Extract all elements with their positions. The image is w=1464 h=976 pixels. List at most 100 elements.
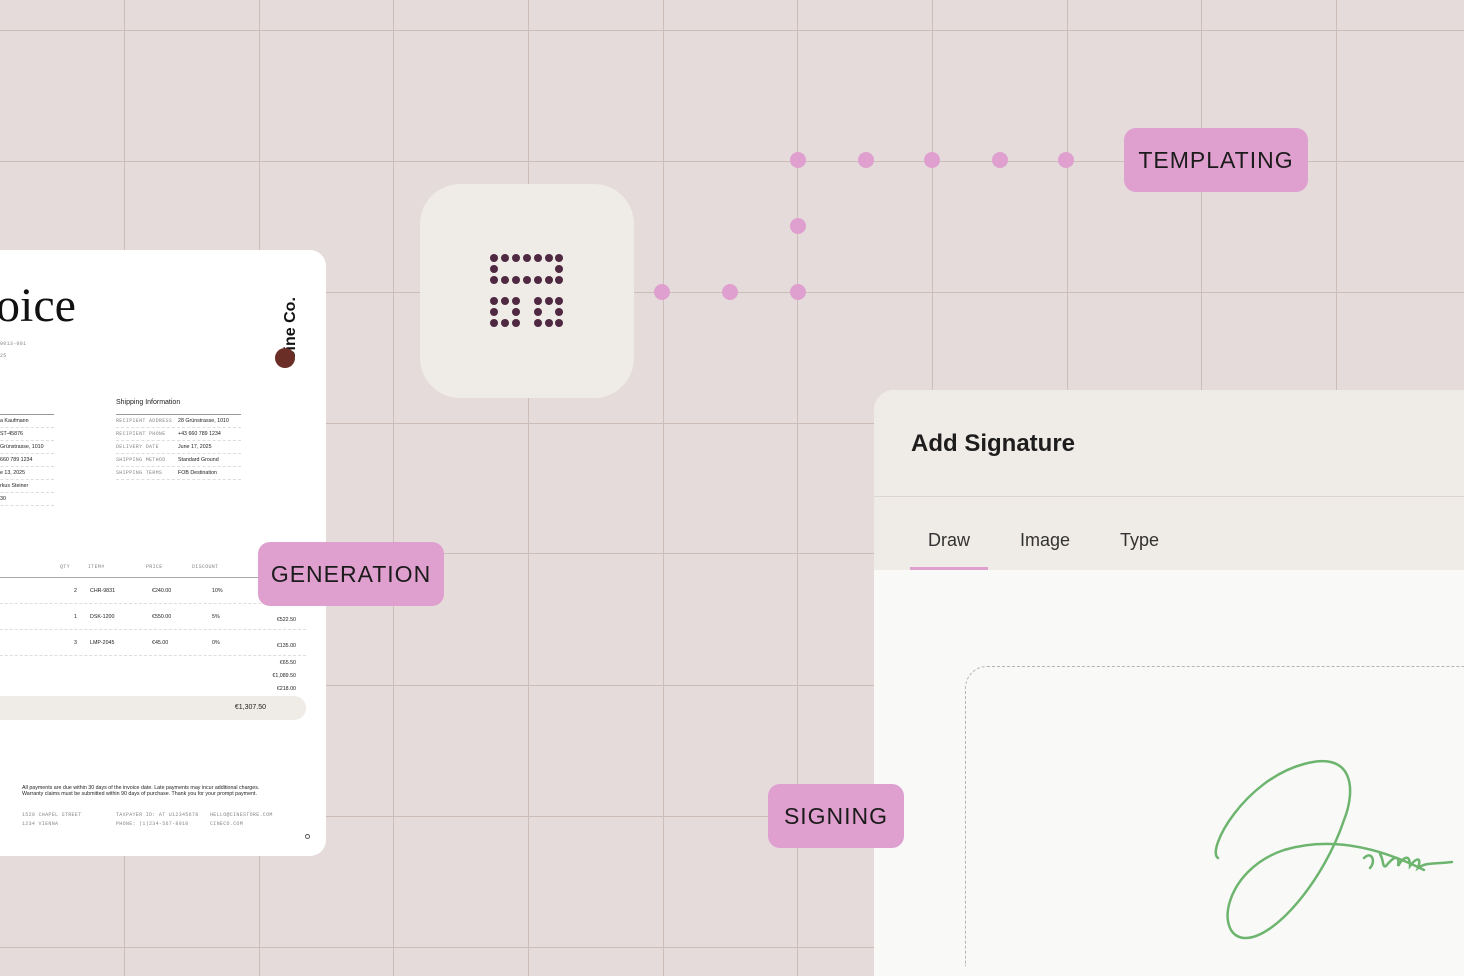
icon-dot [545,276,553,284]
icon-dot [545,297,553,305]
note-line: Warranty claims must be submitted within… [22,791,257,797]
icon-dot [490,319,498,327]
icon-dot [555,254,563,262]
table-row: 2 CHR-9831 €240.00 10% [0,578,306,604]
tab-type[interactable]: Type [1120,530,1160,550]
cell-price: €240.00 [152,588,172,594]
icon-dot [501,297,509,305]
column-header: DISCOUNT [192,564,219,570]
shipping-value: +43 660 789 1234 [178,431,221,437]
billing-value: a Kaufmann [0,418,29,424]
icon-dot [512,308,520,316]
cell-discount: 10% [212,588,223,594]
shipping-heading: Shipping Information [116,399,181,406]
shipping-row: RECIPIENT PHONE +43 660 789 1234 [116,428,241,441]
icon-dot [490,308,498,316]
summary-value: €65.50 [279,660,296,666]
footer-text: PHONE: (1)234-567-8910 [116,821,189,827]
cell-total: €135.00 [276,643,296,649]
brand-logo-dot [275,348,295,368]
cell-qty: 3 [74,640,77,646]
icon-dot [490,254,498,262]
shipping-label: SHIPPING METHOD [116,457,166,463]
shipping-label: SHIPPING TERMS [116,470,163,476]
icon-dot [501,319,509,327]
icon-dot [534,254,542,262]
template-app-icon [420,184,634,398]
summary-value: €1,089.50 [272,673,296,679]
signature-draw-area[interactable] [965,666,1464,966]
billing-row: e 13, 2025 [0,467,54,480]
table-row: 3 LMP-2045 €45.00 0% €135.00 [0,630,306,656]
billing-row: 660 789 1234 [0,454,54,467]
icon-dot [555,265,563,273]
billing-row: Grünstrasse, 1010 [0,441,54,454]
shipping-value: FOB Destination [178,470,217,476]
icon-dot [545,254,553,262]
footer-text: HELLO@CINESTORE.COM [210,812,273,818]
footer-text: 1234 VIENNA [22,821,59,827]
cell-price: €45.00 [152,640,169,646]
icon-dot [490,276,498,284]
icon-dot [523,276,531,284]
icon-dot [490,297,498,305]
billing-value: ST-45876 [0,431,23,437]
payment-note: All payments are due within 30 days of t… [22,785,259,797]
grand-total: €1,307.50 [234,704,266,711]
icon-dot [545,319,553,327]
icon-dot [555,319,563,327]
billing-row: ST-45876 [0,428,54,441]
billing-value: e 13, 2025 [0,470,26,476]
icon-dot [534,276,542,284]
cell-discount: 0% [212,640,220,646]
shipping-row: SHIPPING TERMS FOB Destination [116,467,241,480]
signature-drawing [1214,759,1454,940]
shipping-value: June 17, 2025 [178,444,212,450]
icon-dot [555,276,563,284]
note-line: All payments are due within 30 days of t… [22,785,260,791]
icon-dot [512,276,520,284]
icon-dot [512,297,520,305]
billing-row: rkus Steiner [0,480,54,493]
billing-value: 660 789 1234 [0,457,33,463]
icon-dot [512,254,520,262]
cell-price: €550.00 [152,614,172,620]
shipping-value: 28 Grünstrasse, 1010 [178,418,229,424]
signature-tabs: Draw Image Type [874,497,1464,570]
icon-dot [534,297,542,305]
column-header: ITEM# [88,564,105,570]
shipping-value: Standard Ground [178,457,219,463]
cell-item: CHR-9831 [90,588,116,594]
shipping-row: SHIPPING METHOD Standard Ground [116,454,241,467]
page-marker-icon [305,834,310,839]
icon-dot [501,254,509,262]
icon-dot [555,297,563,305]
cell-total: €522.50 [276,617,296,623]
icon-dot [534,319,542,327]
cell-item: LMP-2045 [90,640,115,646]
cell-discount: 5% [212,614,220,620]
icon-dot [555,308,563,316]
cell-qty: 1 [74,614,77,620]
invoice-title: oice [0,279,76,332]
cell-qty: 2 [74,588,77,594]
icon-dot [501,276,509,284]
templating-label: TEMPLATING [1124,128,1308,192]
generation-label: GENERATION [258,542,444,606]
invoice-number: 0013-001 [0,341,27,347]
icon-dot [490,265,498,273]
shipping-label: RECIPIENT PHONE [116,431,166,437]
tab-draw[interactable]: Draw [910,497,989,570]
billing-row: 30 [0,493,54,506]
icon-dot [512,319,520,327]
tab-image[interactable]: Image [1020,530,1071,550]
add-signature-panel: Add Signature Draw Image Type [874,390,1464,976]
billing-value: 30 [0,496,6,502]
icon-dot [523,254,531,262]
column-header: QTY [60,564,70,570]
